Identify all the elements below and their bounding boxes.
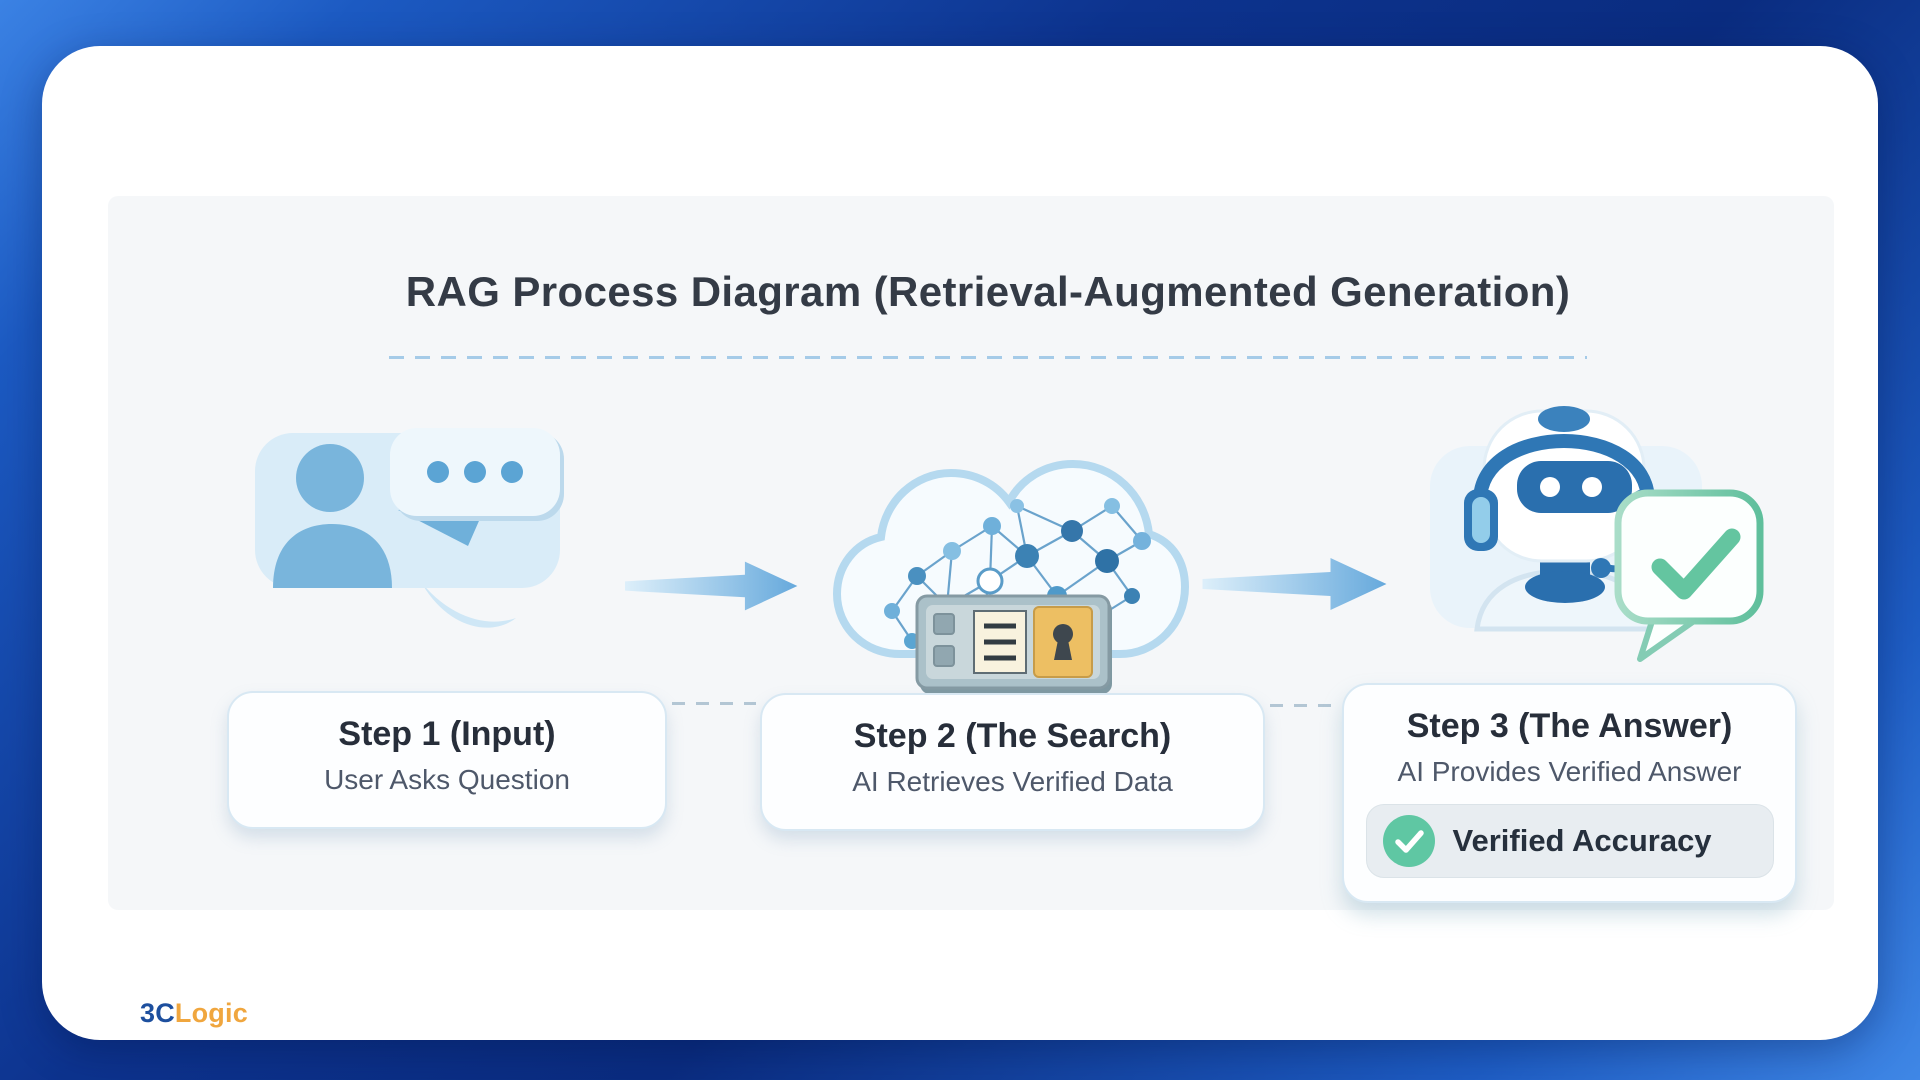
title-divider: [389, 356, 1587, 359]
logo-part-1: 3C: [140, 998, 175, 1028]
arrow-step1-to-step2: [625, 548, 803, 624]
step2-title: Step 2 (The Search): [853, 717, 1172, 755]
step-card-3: Step 3 (The Answer) AI Provides Verified…: [1342, 683, 1797, 903]
user-chat-icon: [255, 428, 564, 628]
cloud-network-database-icon: [832, 459, 1190, 694]
badge-label: Verified Accuracy: [1452, 823, 1712, 859]
robot-headset-check-icon: [1430, 406, 1764, 662]
brand-logo: 3CLogic: [140, 998, 248, 1029]
step-card-1: Step 1 (Input) User Asks Question: [227, 691, 667, 829]
database-lock-icon: [915, 594, 1112, 694]
check-circle-icon: [1382, 815, 1435, 868]
page-title: RAG Process Diagram (Retrieval-Augmented…: [405, 268, 1571, 315]
step1-illustration: [248, 428, 588, 643]
arrow-right-icon: [1202, 558, 1387, 610]
header: RAG Process Diagram (Retrieval-Augmented…: [290, 268, 1686, 359]
step3-title: Step 3 (The Answer): [1406, 707, 1733, 745]
step3-subtitle: AI Provides Verified Answer: [1397, 756, 1742, 788]
arrow-right-icon: [625, 561, 798, 611]
step-card-2: Step 2 (The Search) AI Retrieves Verifie…: [760, 693, 1265, 831]
content-card: RAG Process Diagram (Retrieval-Augmented…: [42, 46, 1878, 1040]
step1-subtitle: User Asks Question: [324, 764, 570, 796]
check-bubble-icon: [1614, 489, 1764, 662]
step2-illustration: [822, 446, 1192, 706]
arrow-step2-to-step3: [1200, 546, 1395, 622]
step1-title: Step 1 (Input): [338, 715, 556, 753]
step3-illustration: [1422, 401, 1777, 663]
connector-2-3: [1270, 704, 1338, 707]
step2-subtitle: AI Retrieves Verified Data: [852, 766, 1173, 798]
verified-accuracy-badge: Verified Accuracy: [1365, 804, 1774, 879]
logo-part-2: Logic: [174, 998, 248, 1028]
connector-1-2: [672, 702, 756, 705]
